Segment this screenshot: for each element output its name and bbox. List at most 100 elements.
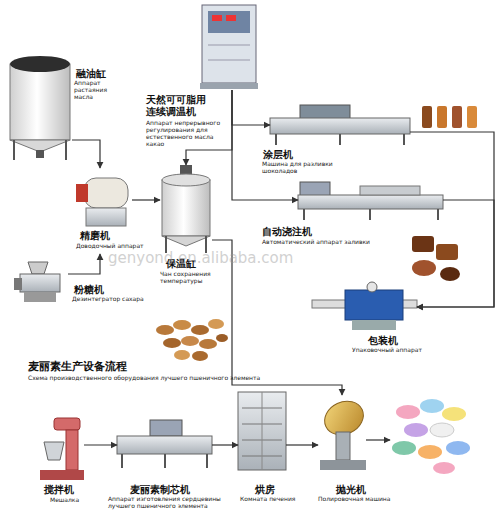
piece xyxy=(412,260,436,276)
machine-node: 融油缸Аппарат растаяния масла xyxy=(8,55,72,160)
door-split xyxy=(262,392,263,470)
machine-node: 烘房Комната печения xyxy=(238,392,286,470)
machine-node: 搅拌机Мешалка xyxy=(40,418,84,480)
mixer-base xyxy=(40,470,84,480)
leg xyxy=(164,454,166,468)
candy xyxy=(420,399,444,413)
packer-body xyxy=(345,290,403,320)
coater-hood xyxy=(300,105,350,119)
machine-name: 烘房 xyxy=(255,484,285,496)
packer-base xyxy=(352,320,396,330)
stand xyxy=(86,208,126,226)
flow-arrow xyxy=(286,444,318,445)
nut xyxy=(156,325,174,335)
machine-name-translation: Аппарат растаяния масла xyxy=(74,80,122,101)
mill-body xyxy=(20,274,60,292)
holding-tank xyxy=(162,165,210,253)
mixer xyxy=(40,418,84,480)
leg xyxy=(403,134,405,145)
machine-node: 精磨机Доводочный аппарат xyxy=(74,168,132,254)
candy xyxy=(404,423,428,437)
mill-base xyxy=(24,292,56,302)
machine-name: 融油缸 xyxy=(76,68,120,80)
flow-arrow xyxy=(212,444,238,445)
chocolate-pieces xyxy=(412,236,460,281)
forming-head xyxy=(150,420,182,436)
candy xyxy=(392,441,416,455)
product-arrow xyxy=(366,439,390,440)
machine-node: 自动浇注机Автоматический аппарат заливки xyxy=(298,182,443,220)
drum xyxy=(84,178,128,208)
flow-arrow xyxy=(84,444,117,445)
conveyor xyxy=(270,118,410,134)
bar xyxy=(422,106,432,128)
motor xyxy=(76,184,88,202)
tank-leg xyxy=(13,140,15,160)
machine-node: 抛光机Полировочная машина xyxy=(318,395,366,470)
tank-leg xyxy=(65,140,67,160)
leg xyxy=(303,209,305,220)
control-panel xyxy=(208,11,250,33)
tank-outlet xyxy=(36,150,44,158)
machine-name-translation: Аппарат изготовления сердцевины лучшего … xyxy=(108,496,232,510)
machine-name-translation: Дезинтегратор сахара xyxy=(72,296,144,303)
tank-lid xyxy=(10,56,70,72)
tank-body xyxy=(10,64,70,140)
leg xyxy=(369,209,371,220)
nut xyxy=(216,334,228,342)
tempering-machine xyxy=(200,5,258,89)
leg xyxy=(121,454,123,468)
mixer-column xyxy=(66,430,78,470)
machine-name: 麦丽素制芯机 xyxy=(130,484,200,496)
machine-node: 保温缸Чан сохранения температуры xyxy=(160,165,212,253)
base xyxy=(200,83,258,89)
leg xyxy=(206,454,208,468)
nut xyxy=(192,351,208,361)
machine-name-translation: Доводочный аппарат xyxy=(76,243,148,250)
nut xyxy=(208,319,224,329)
leg xyxy=(437,209,439,220)
bar xyxy=(467,106,477,128)
sugar-mill xyxy=(14,262,60,302)
leg xyxy=(339,134,341,145)
machine-name: 自动浇注机 xyxy=(262,226,326,238)
candy xyxy=(430,423,454,437)
bar xyxy=(437,106,447,128)
machine-name-translation: Машина для разливки шоколадов xyxy=(262,161,334,175)
cooling-tunnel xyxy=(360,186,420,195)
candy xyxy=(446,441,470,455)
depositor xyxy=(298,182,443,220)
candy xyxy=(396,405,420,419)
flow-arrow xyxy=(68,254,100,274)
machine-name-translation: Мешалка xyxy=(50,497,100,504)
candy-products xyxy=(392,399,470,474)
flow-arrow xyxy=(132,199,160,200)
depositor-head xyxy=(300,182,330,196)
panel-line xyxy=(208,60,250,61)
display xyxy=(226,15,236,21)
machine-node: 粉糖机Дезинтегратор сахара xyxy=(14,262,68,302)
cabinet xyxy=(202,5,256,83)
piece xyxy=(440,267,460,281)
machine-name: 涂层机 xyxy=(263,149,307,161)
refiner xyxy=(76,178,128,226)
display xyxy=(212,15,222,21)
machine-name-translation: Аппарат непрерывного регулирования для е… xyxy=(146,120,230,148)
flow-arrow xyxy=(417,200,494,307)
conveyor xyxy=(117,436,212,454)
bar xyxy=(452,106,462,128)
nuts-illustration xyxy=(156,319,228,361)
leg xyxy=(275,134,277,145)
polishing-machine xyxy=(319,395,369,470)
panel-line xyxy=(208,45,250,46)
oven-room xyxy=(238,392,286,470)
machine-node: 天然可可脂用 连续调温机Аппарат непрерывного регулир… xyxy=(200,5,258,90)
machine-name: 搅拌机 xyxy=(44,484,88,496)
motor xyxy=(14,278,22,290)
coating-machine xyxy=(270,105,410,145)
core-machine xyxy=(117,420,212,468)
machine-name: 精磨机 xyxy=(80,230,124,242)
hopper xyxy=(28,262,48,274)
piece xyxy=(436,244,458,260)
